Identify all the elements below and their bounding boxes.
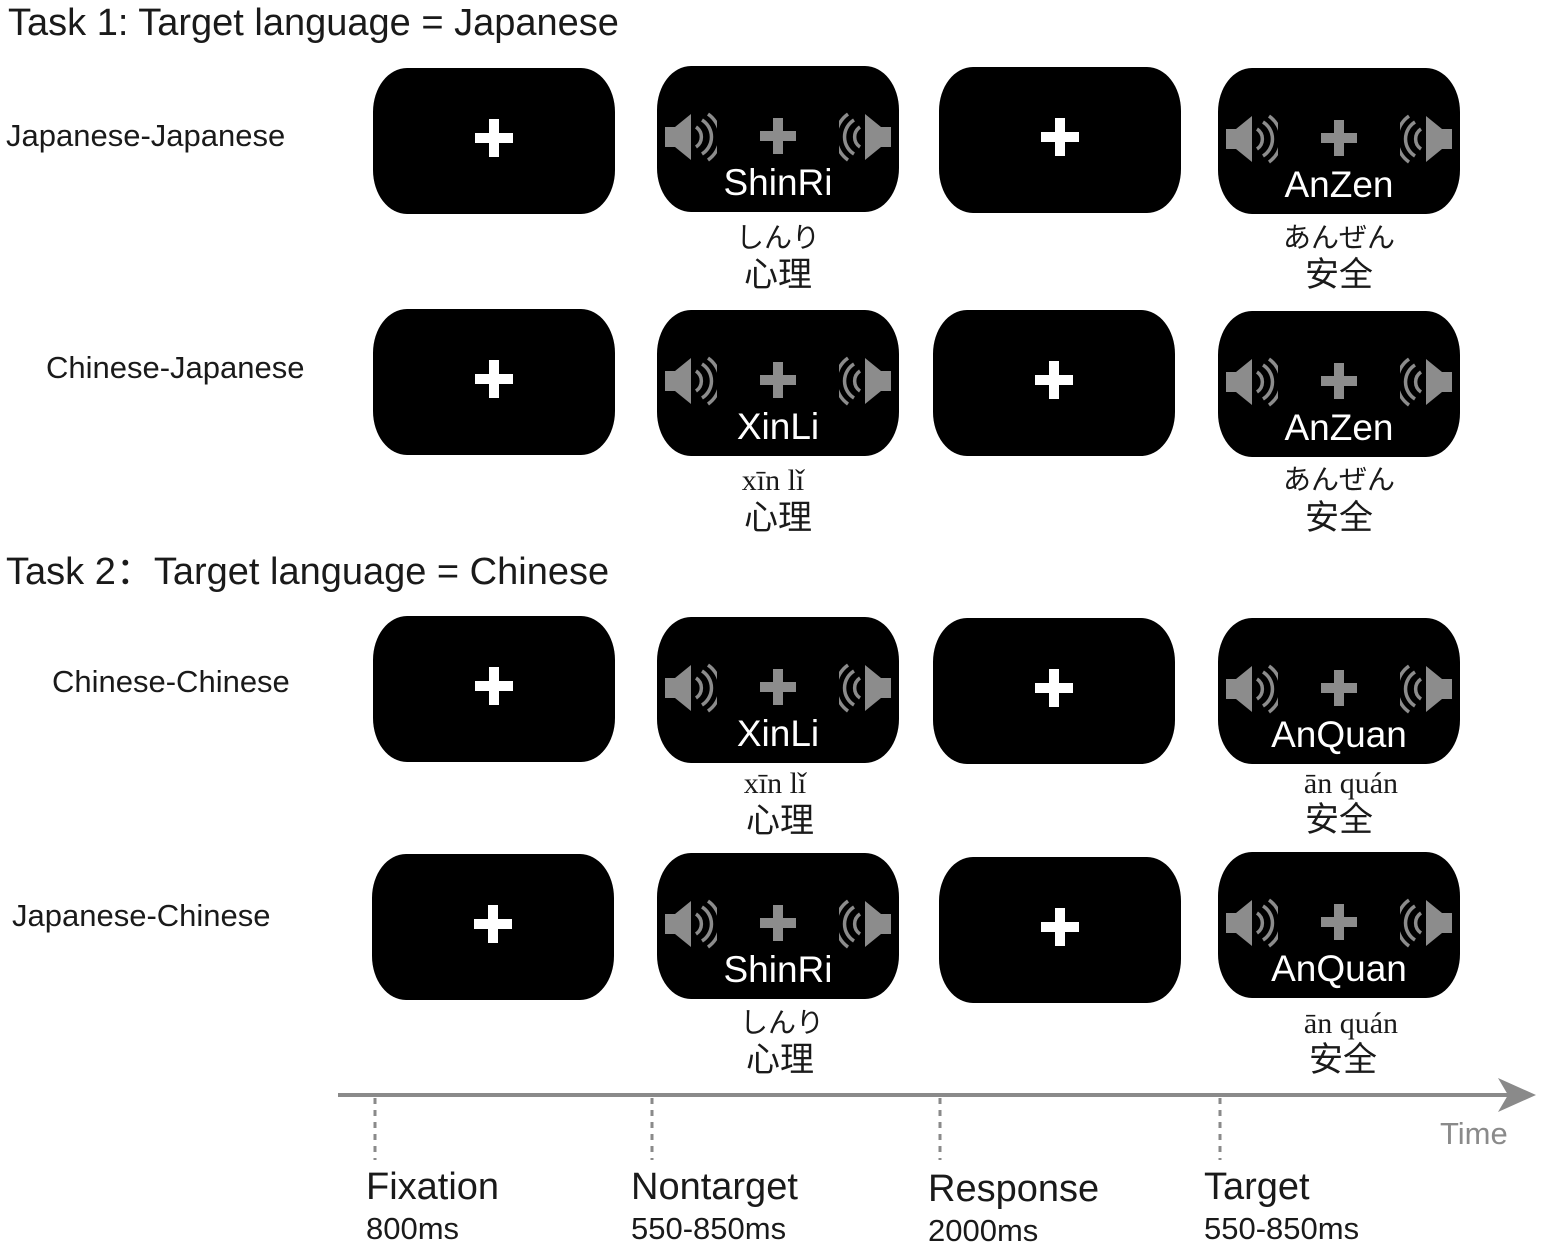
audio-cross-icon (1321, 670, 1357, 706)
speaker-left-icon (663, 356, 717, 406)
nontarget-kanji: 心理 (746, 1040, 814, 1080)
phase-duration-target: 550-850ms (1204, 1211, 1360, 1246)
timeline-arrowhead-icon (1498, 1078, 1536, 1112)
speaker-left-icon (1224, 664, 1278, 714)
condition-label-japanese-chinese: Japanese-Chinese (12, 898, 271, 933)
fixation-screen (372, 854, 614, 1000)
nontarget-kanji: 心理 (744, 498, 812, 538)
target-kanji: 安全 (1305, 255, 1373, 295)
nontarget-kanji: 心理 (746, 801, 814, 841)
audio-cross-icon (760, 905, 796, 941)
nontarget-word: ShinRi (723, 949, 833, 990)
phase-name-nontarget: Nontarget (631, 1166, 798, 1208)
response-screen (933, 310, 1175, 456)
target-word: AnQuan (1271, 948, 1407, 989)
audio-cross-icon (760, 118, 796, 154)
fixation-cross-icon (1041, 908, 1079, 946)
nontarget-screen: ShinRi (657, 853, 899, 999)
speaker-right-icon (839, 112, 893, 162)
target-kanji: 安全 (1305, 498, 1373, 538)
response-screen (939, 67, 1181, 213)
target-reading: ān quán (1303, 1007, 1399, 1040)
phase-duration-fixation: 800ms (366, 1211, 460, 1246)
audio-cross-icon (1321, 120, 1357, 156)
speaker-right-icon (839, 663, 893, 713)
audio-cross-icon (1321, 904, 1357, 940)
phase-name-fixation: Fixation (366, 1166, 500, 1208)
target-reading: あんぜん (1282, 464, 1395, 495)
condition-label-chinese-japanese: Chinese-Japanese (46, 350, 305, 385)
nontarget-screen: ShinRi (657, 66, 899, 212)
speaker-right-icon (1400, 664, 1454, 714)
target-reading: ān quán (1303, 767, 1399, 800)
nontarget-word: ShinRi (723, 162, 833, 203)
speaker-right-icon (839, 356, 893, 406)
target-kanji: 安全 (1309, 1040, 1377, 1080)
response-screen (939, 857, 1181, 1003)
target-reading: あんぜん (1282, 222, 1395, 253)
nontarget-reading: xīn lǐ (741, 464, 805, 497)
response-screen (933, 618, 1175, 764)
phase-name-response: Response (928, 1168, 1100, 1210)
fixation-cross-icon (474, 905, 512, 943)
speaker-left-icon (1224, 114, 1278, 164)
fixation-cross-icon (475, 119, 513, 157)
fixation-cross-icon (475, 360, 513, 398)
speaker-right-icon (1400, 898, 1454, 948)
condition-label-japanese-japanese: Japanese-Japanese (6, 118, 286, 153)
fixation-screen (373, 68, 615, 214)
fixation-screen (373, 309, 615, 455)
speaker-right-icon (1400, 114, 1454, 164)
audio-cross-icon (1321, 363, 1357, 399)
fixation-cross-icon (475, 667, 513, 705)
fixation-cross-icon (1041, 118, 1079, 156)
audio-cross-icon (760, 669, 796, 705)
target-screen: AnZen (1218, 68, 1460, 214)
fixation-cross-icon (1035, 669, 1073, 707)
task-1-title: Task 1: Target language = Japanese (8, 2, 619, 44)
target-screen: AnZen (1218, 311, 1460, 457)
speaker-left-icon (1224, 898, 1278, 948)
speaker-left-icon (1224, 357, 1278, 407)
time-axis-label: Time (1440, 1116, 1508, 1151)
speaker-left-icon (663, 899, 717, 949)
target-screen: AnQuan (1218, 618, 1460, 764)
nontarget-word: XinLi (736, 406, 820, 447)
fixation-cross-icon (1035, 361, 1073, 399)
nontarget-screen: XinLi (657, 310, 899, 456)
target-kanji: 安全 (1305, 800, 1373, 840)
nontarget-word: XinLi (736, 713, 820, 754)
phase-name-target: Target (1204, 1166, 1310, 1208)
nontarget-reading: しんり (735, 222, 820, 253)
target-word: AnZen (1284, 407, 1394, 448)
task-2-title: Task 2：Target language = Chinese (6, 551, 610, 593)
phase-duration-response: 2000ms (928, 1213, 1039, 1248)
target-word: AnZen (1284, 164, 1394, 205)
nontarget-screen: XinLi (657, 617, 899, 763)
nontarget-reading: しんり (739, 1007, 824, 1038)
nontarget-reading: xīn lǐ (743, 767, 807, 800)
phase-duration-nontarget: 550-850ms (631, 1211, 787, 1246)
nontarget-kanji: 心理 (744, 255, 812, 295)
speaker-right-icon (1400, 357, 1454, 407)
target-screen: AnQuan (1218, 852, 1460, 998)
speaker-right-icon (839, 899, 893, 949)
speaker-left-icon (663, 112, 717, 162)
condition-label-chinese-chinese: Chinese-Chinese (52, 664, 290, 699)
audio-cross-icon (760, 362, 796, 398)
fixation-screen (373, 616, 615, 762)
target-word: AnQuan (1271, 714, 1407, 755)
speaker-left-icon (663, 663, 717, 713)
